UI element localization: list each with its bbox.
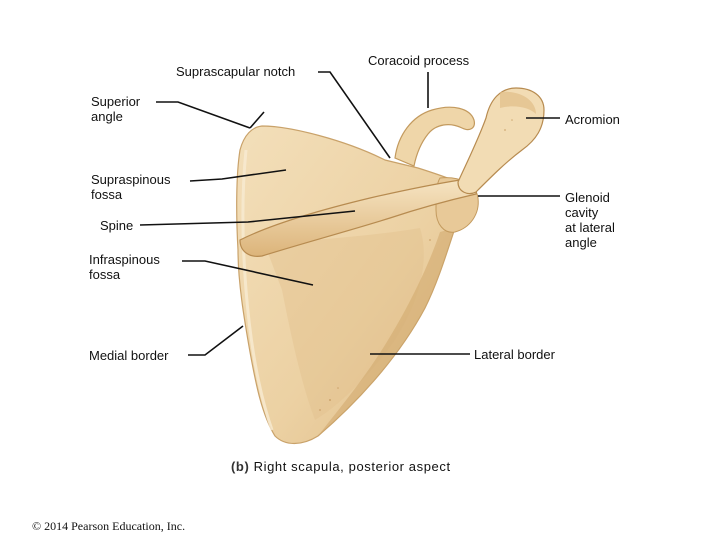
leader-medial-border [188,325,244,356]
acromion-shadow [500,91,536,114]
leader-suprascapular-notch [318,71,391,159]
label-glenoid-cavity: Glenoid cavity at lateral angle [565,190,615,250]
medial-edge-highlight [241,149,274,431]
leader-superior-angle [156,101,251,129]
figure-caption: (b) Right scapula, posterior aspect [231,459,451,474]
leader-lines [139,71,560,356]
copyright-notice: © 2014 Pearson Education, Inc. [32,519,186,533]
leader-infraspinous-fossa [182,260,314,286]
label-spine: Spine [100,218,134,233]
label-acromion: Acromion [565,112,620,127]
acromion [457,87,545,195]
leader-spine [139,210,356,226]
bone-speckles [319,119,513,411]
caption-text: Right scapula, posterior aspect [249,459,451,474]
label-suprascapular-notch: Suprascapular notch [176,64,296,79]
coracoid-process [394,106,475,167]
label-lateral-border: Lateral border [474,347,555,362]
caption-part: (b) [231,459,250,474]
leader-superior-angle-notch [249,111,265,129]
lateral-border-shadow [318,228,455,436]
label-infraspinous-fossa: Infraspinous fossa [89,252,160,282]
label-medial-border: Medial border [89,348,169,363]
label-supraspinous-fossa: Supraspinous fossa [91,172,171,202]
leader-supraspinous-fossa [189,169,287,182]
scapula-spine [239,179,477,257]
label-coracoid-process: Coracoid process [368,53,470,68]
label-superior-angle: Superior angle [91,94,141,124]
infraspinous-shading [265,228,424,420]
